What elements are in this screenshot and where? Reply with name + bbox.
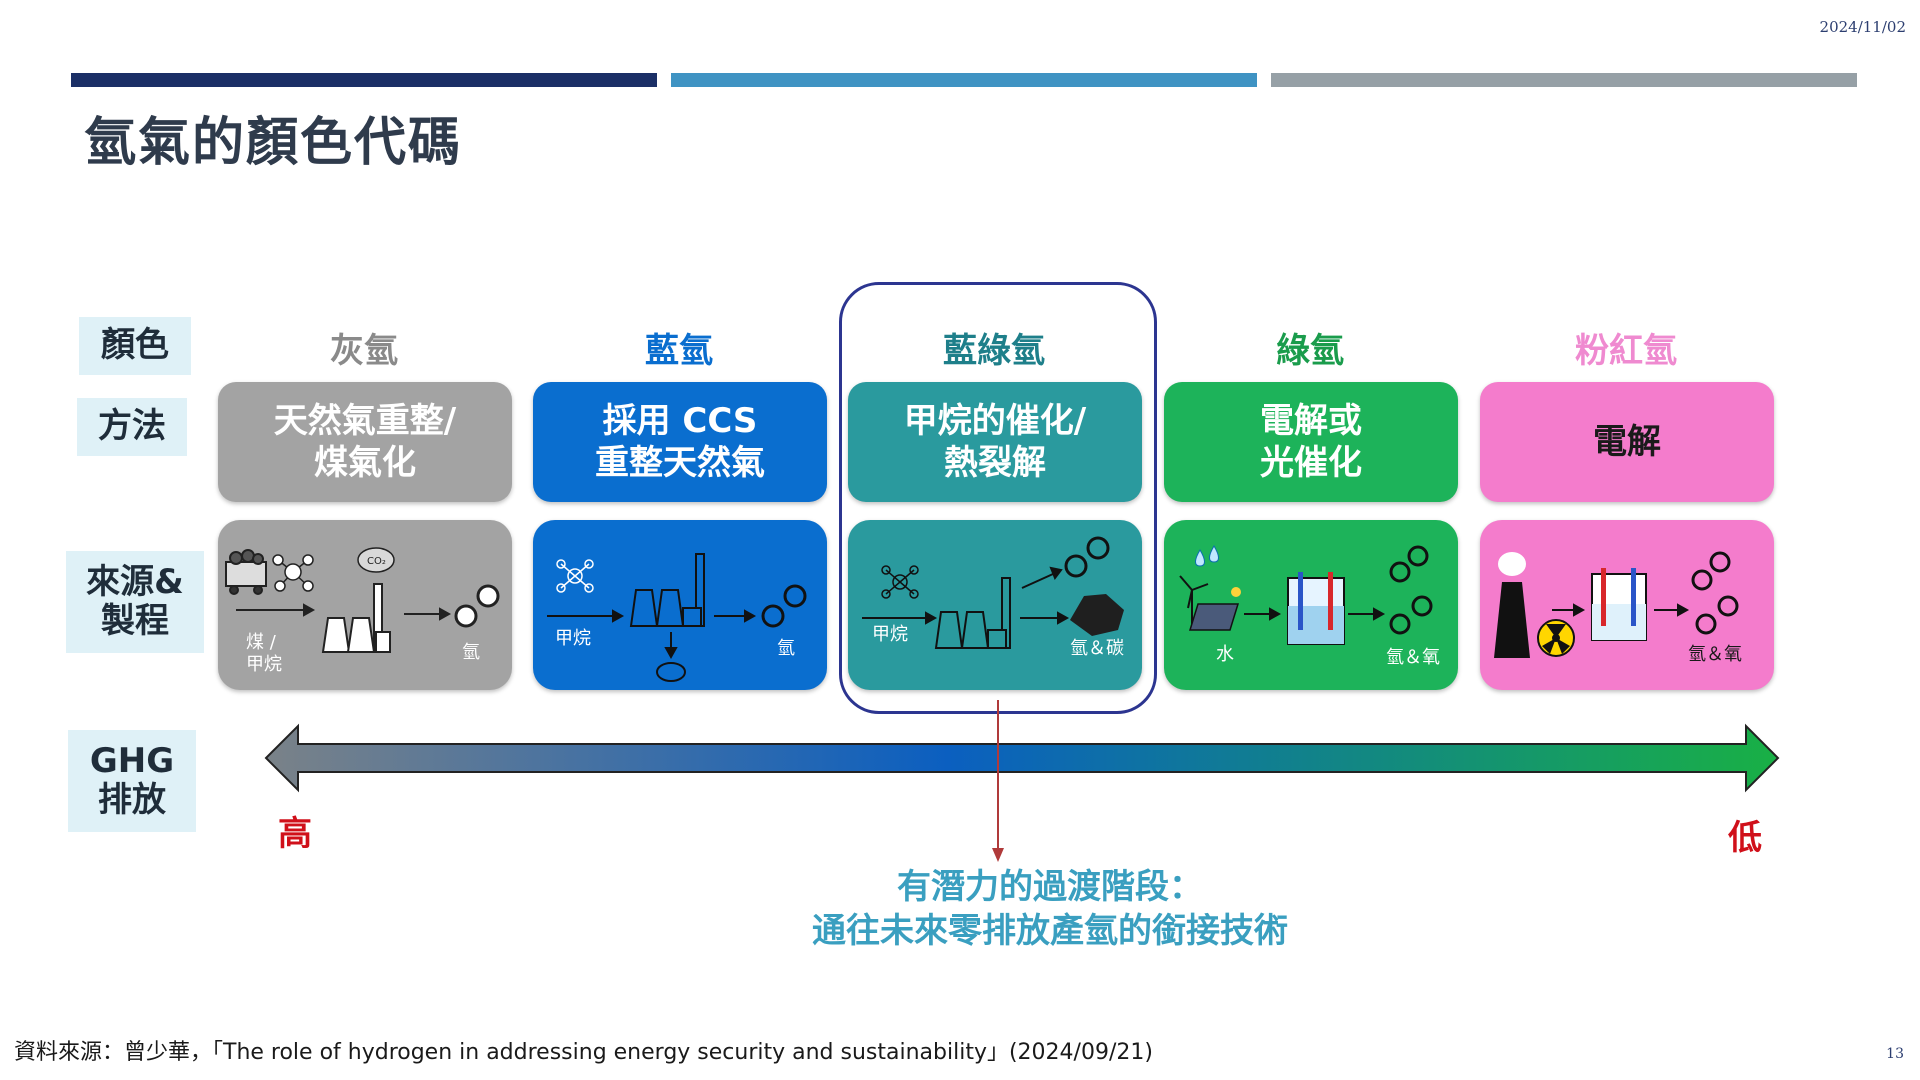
coal-cart-icon [225,549,267,595]
method-box-green: 電解或 光催化 [1164,382,1458,502]
row-label-method-text: 方法 [98,406,166,447]
row-label-source-line2: 製程 [101,601,169,641]
column-name-turquoise: 藍綠氫 [943,331,1045,371]
gray-input-1: 煤 / [246,632,277,653]
sun-icon [1231,587,1241,597]
co2-cloud-icon [656,662,686,682]
turquoise-output: 氫＆碳 [1070,638,1124,659]
source-box-blue: 甲烷 氫 [533,520,827,690]
ghg-high-label: 高 [278,814,312,854]
blue-input: 甲烷 [555,628,591,649]
green-output: 氫＆氧 [1386,647,1440,668]
method-turquoise-line2: 熱裂解 [944,443,1046,483]
oxygen-molecule-icon [1389,595,1433,635]
note-line1: 有潛力的過渡階段： [897,867,1203,907]
factory-icon [321,583,391,653]
method-blue-line2: 重整天然氣 [595,443,765,483]
electrolyzer-icon [1287,572,1345,645]
methane-molecule-icon [881,565,919,599]
nuclear-plant-icon [1494,552,1575,658]
method-gray-line2: 煤氣化 [314,443,416,483]
hydrogen-molecule-icon [454,584,500,628]
header-bar-2 [671,73,1257,87]
methane-molecule-icon [556,559,594,593]
method-box-gray: 天然氣重整/ 煤氣化 [218,382,512,502]
row-label-color-text: 顏色 [101,325,169,366]
hydrogen-molecule-icon [761,584,807,628]
method-box-pink: 電解 [1480,382,1774,502]
page-title: 氫氣的顏色代碼 [84,113,463,173]
source-citation: 資料來源：曾少華，「The role of hydrogen in addres… [14,1040,1153,1065]
source-box-gray: CO₂ 煤 / 甲烷 氫 [218,520,512,690]
turquoise-input: 甲烷 [872,624,908,645]
method-turquoise-line1: 甲烷的催化/ [903,400,1087,441]
note-line2: 通往未來零排放產氫的銜接技術 [812,911,1288,952]
row-label-ghg-line1: GHG [89,740,175,781]
svg-text:CO₂: CO₂ [367,556,386,567]
carbon-icon [1070,594,1124,636]
source-box-green: 水 氫＆氧 [1164,520,1458,690]
method-blue-line1: 採用 CCS [602,400,758,441]
co2-cloud-icon: CO₂ [357,547,395,573]
page-number: 13 [1886,1046,1904,1062]
method-box-blue: 採用 CCS 重整天然氣 [533,382,827,502]
process-arrows [1552,603,1690,617]
column-name-gray: 灰氫 [330,331,398,371]
header-bar-1 [71,73,657,87]
column-name-green: 綠氫 [1276,331,1344,371]
transition-note: 有潛力的過渡階段： 通往未來零排放產氫的銜接技術 [700,865,1400,953]
row-label-source-line1: 來源& [86,561,184,602]
gray-output: 氫 [462,642,480,663]
electrolyzer-icon [1591,568,1647,641]
row-label-ghg: GHG 排放 [68,730,196,832]
column-name-blue: 藍氫 [645,331,713,371]
row-label-method: 方法 [77,398,187,456]
blue-output: 氫 [777,638,795,659]
method-box-turquoise: 甲烷的催化/ 熱裂解 [848,382,1142,502]
solar-panel-icon [1188,603,1240,631]
green-input: 水 [1216,644,1234,665]
source-box-pink: 氫＆氧 [1480,520,1774,690]
ghg-low-label: 低 [1728,818,1762,858]
method-green-line2: 光催化 [1260,443,1362,483]
method-gray-line1: 天然氣重整/ [273,400,457,441]
factory-icon [629,553,705,627]
factory-icon [934,577,1011,649]
process-arrows [1244,607,1386,621]
method-green-line1: 電解或 [1260,400,1362,441]
row-label-ghg-line2: 排放 [98,780,166,820]
header-bar-3 [1271,73,1857,87]
hydrogen-molecule-icon [1064,536,1110,578]
gray-input-2: 甲烷 [246,654,282,675]
pointer-arrow [992,700,1004,862]
process-arrows [862,566,1070,625]
methane-molecule-icon [272,554,314,592]
source-box-turquoise: 甲烷 氫＆碳 [848,520,1142,690]
process-arrows [547,609,757,660]
hydrogen-molecule-icon [1691,551,1731,591]
pink-output: 氫＆氧 [1688,644,1742,665]
ghg-gradient-arrow [264,723,1780,793]
date: 2024/11/02 [1819,18,1906,36]
hydrogen-molecule-icon [1389,545,1429,583]
water-drop-icon [1195,545,1219,567]
oxygen-molecule-icon [1695,595,1739,635]
column-name-pink: 粉紅氫 [1575,331,1677,371]
row-label-source: 來源& 製程 [66,551,204,653]
process-arrows [236,603,452,621]
row-label-color: 顏色 [79,317,191,375]
method-pink-line1: 電解 [1593,421,1661,462]
